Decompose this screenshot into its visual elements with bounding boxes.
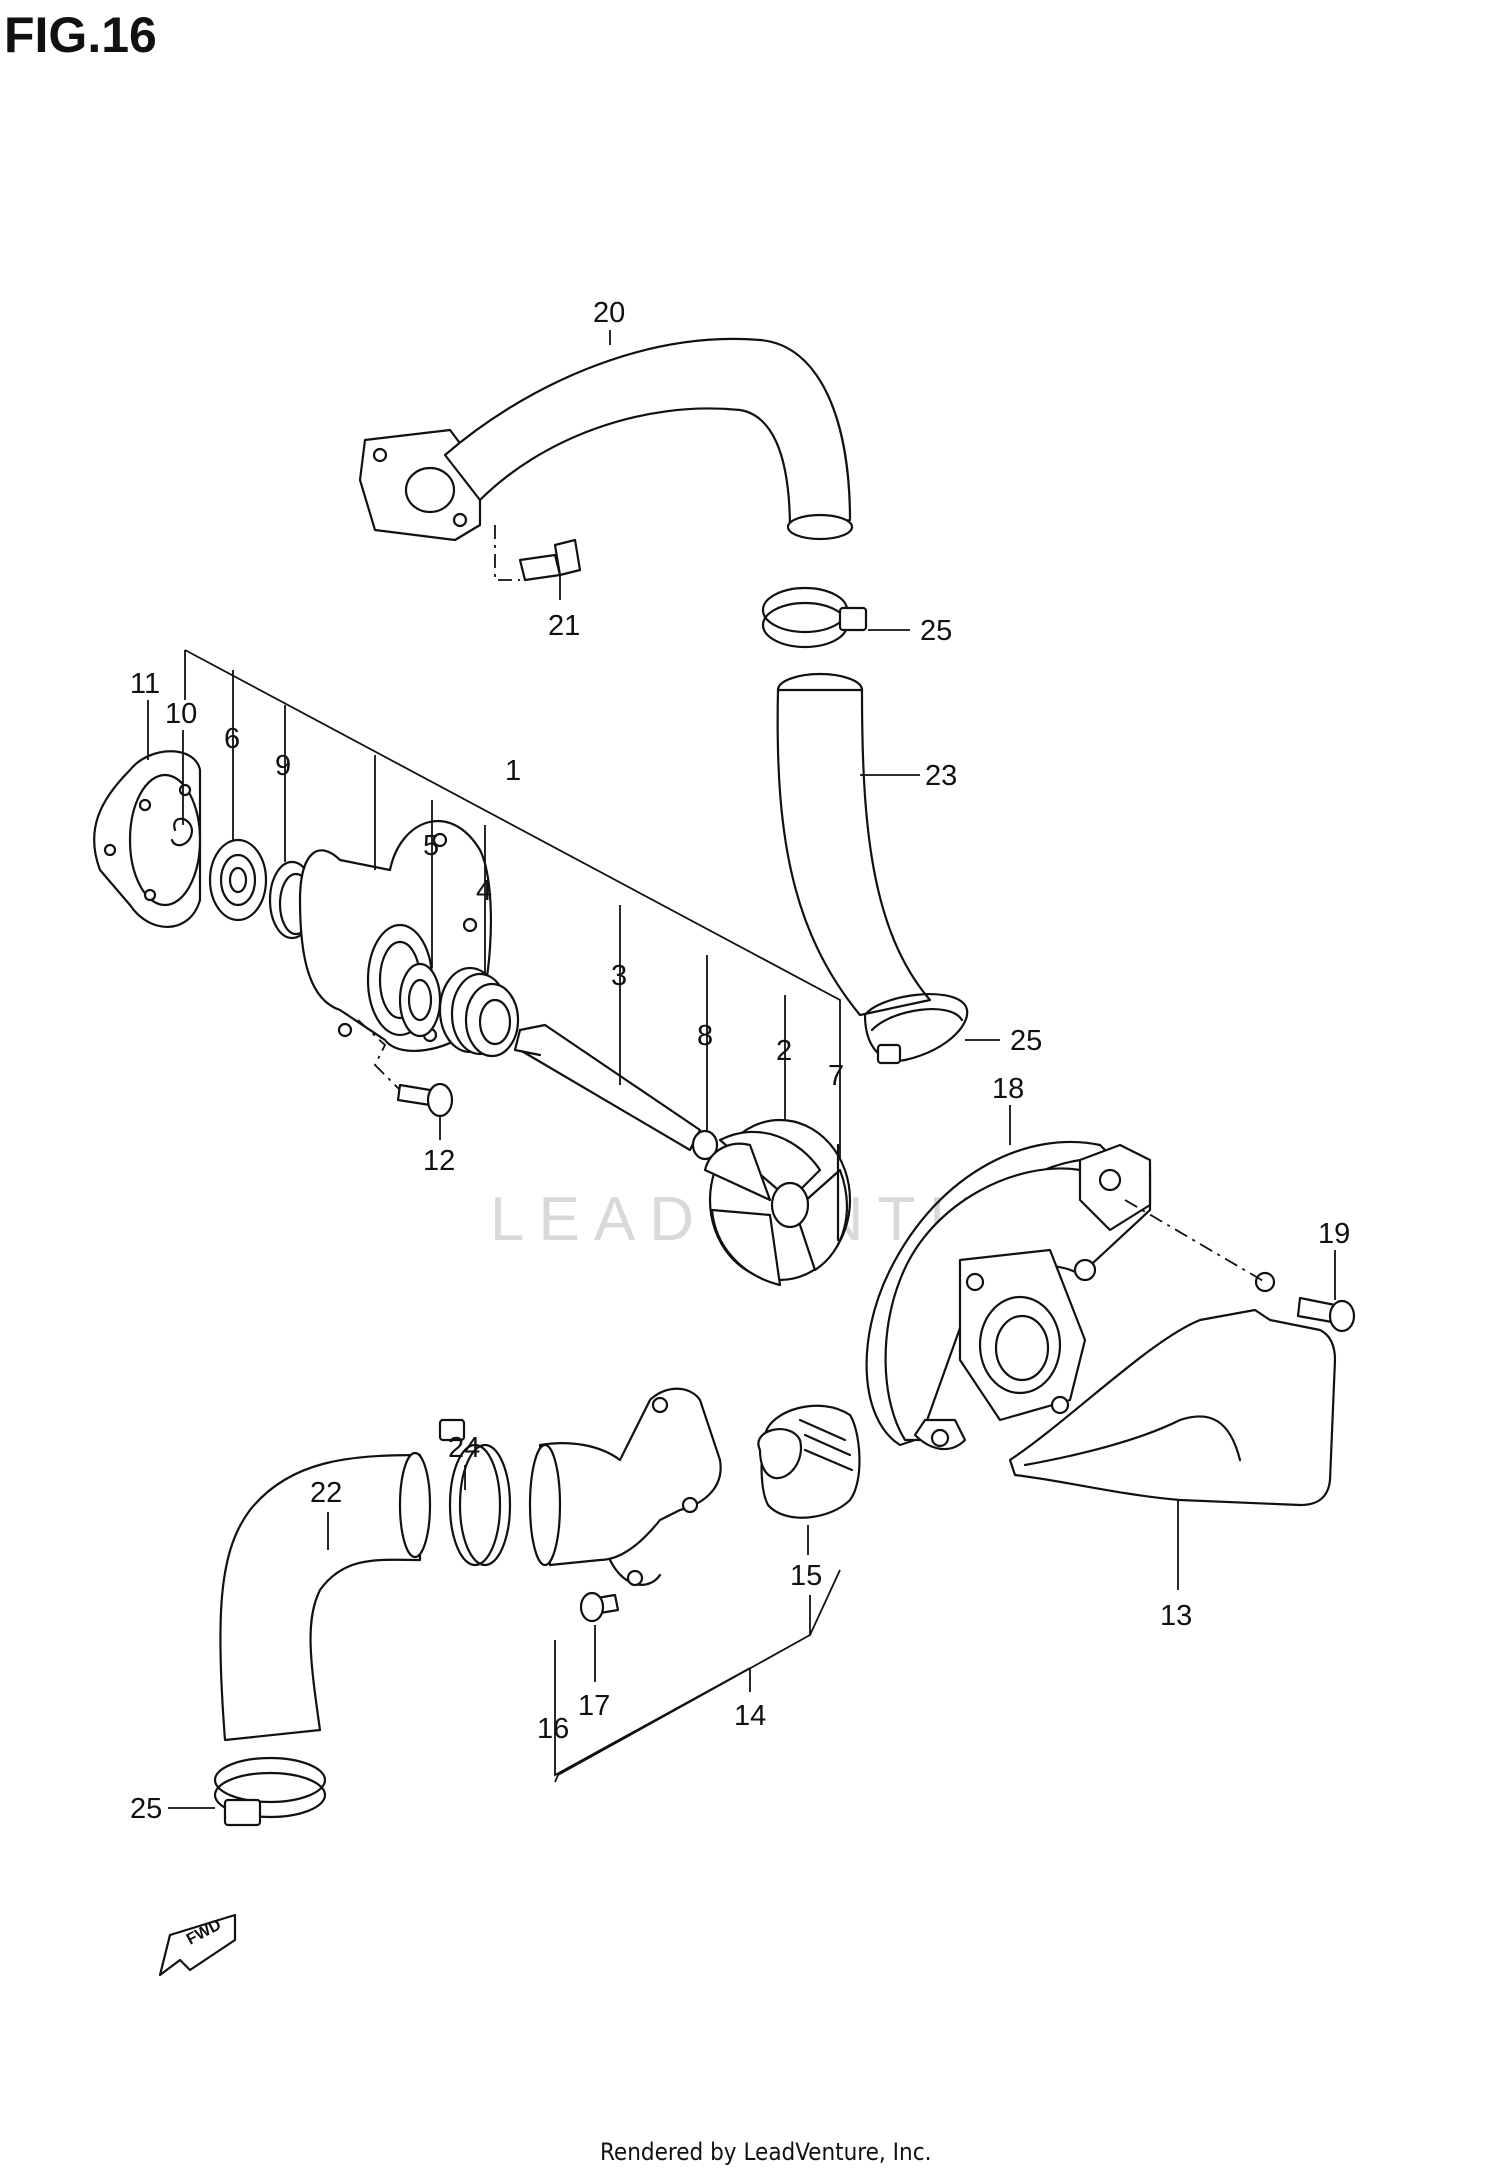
callout-20: 20 xyxy=(593,297,625,329)
callout-24: 24 xyxy=(448,1432,480,1464)
part-11-gasket xyxy=(93,750,202,928)
part-6-bearing xyxy=(208,838,268,922)
callout-13: 13 xyxy=(1160,1600,1192,1632)
part-10-circlip xyxy=(170,817,194,847)
callout-18: 18 xyxy=(992,1073,1024,1105)
part-15-thermostat xyxy=(757,1404,861,1519)
part-22-hose xyxy=(219,1451,432,1742)
callout-12: 12 xyxy=(423,1145,455,1177)
callout-3: 3 xyxy=(611,960,627,992)
part-20-pipe xyxy=(358,337,854,542)
callout-7: 7 xyxy=(828,1060,844,1092)
part-2-impeller xyxy=(703,1118,852,1287)
callout-2: 2 xyxy=(776,1035,792,1067)
part-4-mech-seal xyxy=(438,966,520,1058)
callout-22: 22 xyxy=(310,1477,342,1509)
part-25-clamp-bottom xyxy=(213,1756,327,1827)
part-21-bolt xyxy=(518,538,582,582)
callout-19: 19 xyxy=(1318,1218,1350,1250)
part-8-oring xyxy=(691,1129,719,1161)
callout-10: 10 xyxy=(165,698,197,730)
part-cover-body xyxy=(884,1143,1152,1451)
part-13-cover xyxy=(1008,1271,1337,1507)
part-16-elbow xyxy=(528,1387,722,1587)
fwd-arrow-icon: FWD xyxy=(158,1913,237,1977)
part-3-shaft xyxy=(513,1023,702,1152)
part-24-clamp xyxy=(438,1418,512,1567)
callout-14: 14 xyxy=(734,1700,766,1732)
callout-8: 8 xyxy=(697,1020,713,1052)
assembly-1-bracket xyxy=(184,649,841,1225)
part-23-hose xyxy=(776,672,932,1017)
callout-5: 5 xyxy=(423,830,439,862)
callout-25c: 25 xyxy=(130,1793,162,1825)
callout-25b: 25 xyxy=(1010,1025,1042,1057)
figure-title: FIG.16 xyxy=(4,7,157,63)
callout-15: 15 xyxy=(790,1560,822,1592)
callout-23: 23 xyxy=(925,760,957,792)
callout-6: 6 xyxy=(224,723,240,755)
callout-21: 21 xyxy=(548,610,580,642)
part-25-clamp-mid xyxy=(863,993,969,1065)
callout-1: 1 xyxy=(505,755,521,787)
part-5-seal xyxy=(398,962,442,1038)
callout-16: 16 xyxy=(537,1713,569,1745)
part-21-dash xyxy=(494,525,520,581)
callout-25a: 25 xyxy=(920,615,952,647)
footer-credit: Rendered by LeadVenture, Inc. xyxy=(600,2138,932,2166)
part-17-bolt xyxy=(579,1591,620,1623)
part-12-bolt xyxy=(396,1082,454,1118)
part-19-bolt xyxy=(1296,1296,1356,1333)
callout-11: 11 xyxy=(130,668,160,700)
callout-4: 4 xyxy=(476,875,492,907)
callouts: 20 21 25 23 25 11 10 6 9 1 5 4 1 xyxy=(130,297,1350,1825)
part-25-clamp-top xyxy=(761,586,868,649)
callout-9: 9 xyxy=(275,750,291,782)
callout-17: 17 xyxy=(578,1690,610,1722)
